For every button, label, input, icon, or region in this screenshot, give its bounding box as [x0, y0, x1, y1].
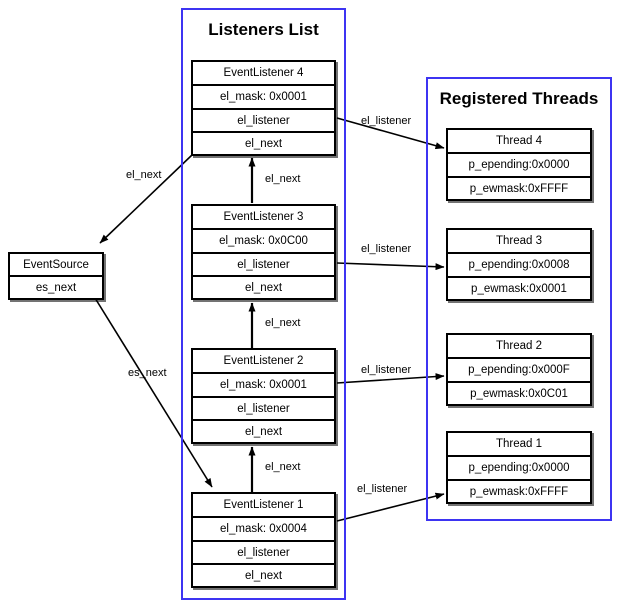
- struct-field-p-epending: p_epending:0x0000: [448, 457, 590, 481]
- struct-field-p-epending: p_epending:0x0008: [448, 254, 590, 278]
- struct-eventlistener-4[interactable]: EventListener 4 el_mask: 0x0001 el_liste…: [191, 60, 336, 156]
- struct-field-el-listener: el_listener: [193, 398, 334, 421]
- struct-field-p-ewmask: p_ewmask:0x0C01: [470, 387, 568, 400]
- edge-label-el-listener-t3: el_listener: [361, 243, 412, 255]
- struct-header: Thread 1: [448, 433, 590, 457]
- struct-header: EventListener 2: [193, 350, 334, 374]
- edge-label-el-next-l1-l2: el_next: [265, 461, 301, 473]
- struct-field-p-ewmask: p_ewmask:0xFFFF: [469, 485, 569, 498]
- struct-field-p-ewmask: p_ewmask:0x0001: [471, 282, 567, 295]
- struct-eventlistener-1[interactable]: EventListener 1 el_mask: 0x0004 el_liste…: [191, 492, 336, 588]
- struct-header: EventListener 3: [193, 206, 334, 230]
- struct-header: EventSource: [10, 254, 102, 277]
- struct-field-p-ewmask: p_ewmask:0xFFFF: [469, 182, 569, 195]
- struct-thread-3[interactable]: Thread 3 p_epending:0x0008 p_ewmask:0x00…: [446, 228, 592, 301]
- struct-field-el-next: el_next: [244, 281, 283, 294]
- struct-field-el-next: el_next: [244, 137, 283, 150]
- struct-header: Thread 4: [448, 130, 590, 154]
- struct-field-p-epending: p_epending:0x0000: [448, 154, 590, 178]
- edge-label-el-listener-t1: el_listener: [357, 483, 408, 495]
- struct-field-el-mask: el_mask: 0x0C00: [193, 230, 334, 254]
- listeners-list-group: [181, 8, 346, 600]
- struct-field-el-mask: el_mask: 0x0001: [193, 86, 334, 110]
- registered-threads-group: [426, 77, 612, 521]
- struct-eventlistener-2[interactable]: EventListener 2 el_mask: 0x0001 el_liste…: [191, 348, 336, 444]
- struct-field-es-next: es_next: [35, 281, 77, 294]
- edge-label-el-next-source: el_next: [126, 169, 162, 181]
- struct-thread-4[interactable]: Thread 4 p_epending:0x0000 p_ewmask:0xFF…: [446, 128, 592, 201]
- struct-field-el-next: el_next: [244, 425, 283, 438]
- struct-field-el-listener: el_listener: [193, 542, 334, 565]
- listeners-list-title: Listeners List: [208, 20, 319, 39]
- struct-eventlistener-3[interactable]: EventListener 3 el_mask: 0x0C00 el_liste…: [191, 204, 336, 300]
- edge-label-el-listener-t4: el_listener: [361, 115, 412, 127]
- struct-field-el-mask: el_mask: 0x0001: [193, 374, 334, 398]
- struct-field-el-next: el_next: [244, 569, 283, 582]
- struct-eventsource[interactable]: EventSource es_next: [8, 252, 104, 300]
- struct-header: EventListener 1: [193, 494, 334, 518]
- edge-label-el-listener-t2: el_listener: [361, 364, 412, 376]
- edge-label-es-next: es_next: [128, 367, 167, 379]
- struct-thread-1[interactable]: Thread 1 p_epending:0x0000 p_ewmask:0xFF…: [446, 431, 592, 504]
- struct-header: Thread 3: [448, 230, 590, 254]
- struct-field-el-listener: el_listener: [193, 254, 334, 277]
- edge-label-el-next-l3-l4: el_next: [265, 173, 301, 185]
- registered-threads-title: Registered Threads: [439, 89, 599, 108]
- struct-field-p-epending: p_epending:0x000F: [448, 359, 590, 383]
- struct-thread-2[interactable]: Thread 2 p_epending:0x000F p_ewmask:0x0C…: [446, 333, 592, 406]
- struct-field-el-listener: el_listener: [193, 110, 334, 133]
- struct-header: EventListener 4: [193, 62, 334, 86]
- struct-field-el-mask: el_mask: 0x0004: [193, 518, 334, 542]
- struct-header: Thread 2: [448, 335, 590, 359]
- edge-label-el-next-l2-l3: el_next: [265, 317, 301, 329]
